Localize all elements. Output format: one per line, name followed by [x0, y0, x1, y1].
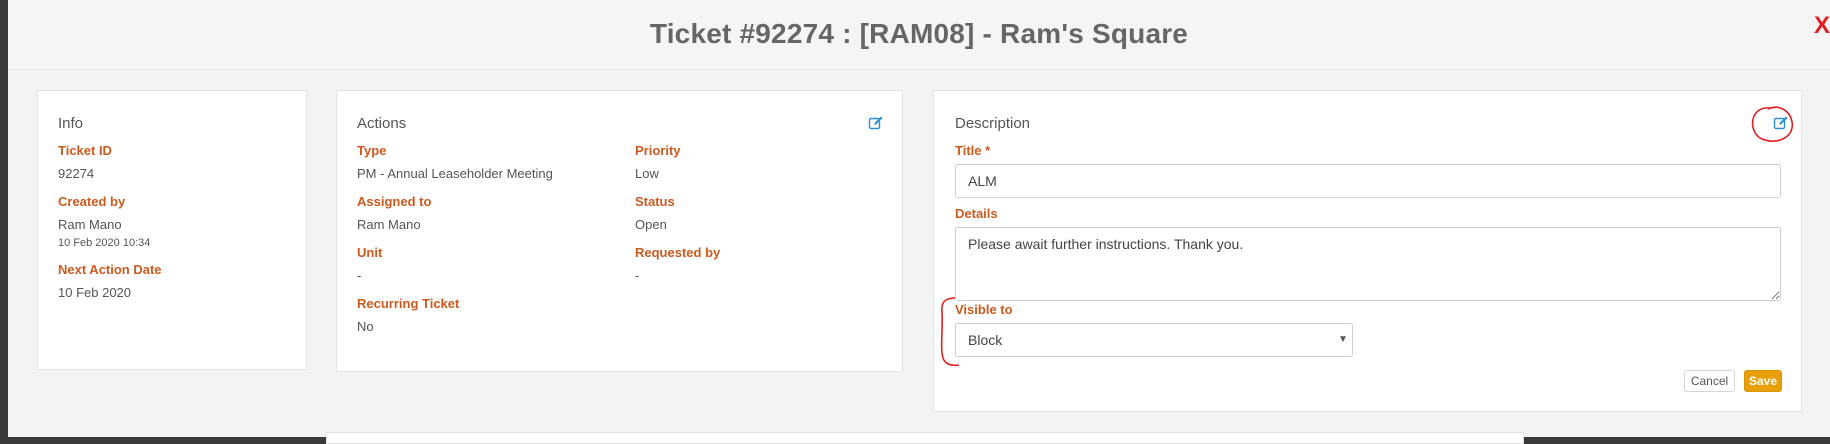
- ticket-id-value: 92274: [58, 166, 95, 181]
- next-panel-edge: [326, 432, 1524, 444]
- edit-icon[interactable]: [868, 115, 884, 131]
- background-left-edge: [0, 0, 8, 437]
- title-label: Title *: [955, 143, 991, 158]
- assigned-value: Ram Mano: [357, 217, 421, 232]
- type-label: Type: [357, 143, 387, 158]
- actions-heading: Actions: [357, 115, 407, 132]
- details-textarea[interactable]: Please await further instructions. Thank…: [955, 227, 1781, 301]
- assigned-label: Assigned to: [357, 194, 432, 209]
- info-heading: Info: [58, 115, 84, 132]
- next-action-value: 10 Feb 2020: [58, 285, 132, 300]
- cancel-button[interactable]: Cancel: [1684, 370, 1735, 392]
- ticket-modal: Ticket #92274 : [RAM08] - Ram's Square X…: [8, 0, 1830, 444]
- description-heading: Description: [955, 115, 1031, 132]
- unit-label: Unit: [357, 245, 383, 260]
- priority-label: Priority: [635, 143, 681, 158]
- visible-to-select[interactable]: Block: [955, 323, 1353, 357]
- description-panel: Description Title * Details Please await…: [933, 90, 1802, 412]
- requested-by-label: Requested by: [635, 245, 721, 260]
- unit-value: -: [357, 268, 362, 283]
- created-at-value: 10 Feb 2020 10:34: [58, 237, 151, 249]
- type-value: PM - Annual Leaseholder Meeting: [357, 166, 553, 181]
- caret-down-icon: ▼: [1338, 334, 1348, 345]
- created-by-label: Created by: [58, 194, 126, 209]
- annotation-circle-edit: [1751, 106, 1793, 142]
- recurring-label: Recurring Ticket: [357, 296, 460, 311]
- status-value: Open: [635, 217, 667, 232]
- details-label: Details: [955, 206, 998, 221]
- info-panel: Info Ticket ID 92274 Created by Ram Mano…: [37, 90, 307, 370]
- edit-icon[interactable]: [1773, 115, 1789, 131]
- actions-panel: Actions Type PM - Annual Leaseholder Mee…: [336, 90, 903, 372]
- annotation-bracket-visible: [940, 297, 960, 367]
- priority-value: Low: [635, 166, 659, 181]
- title-input[interactable]: [955, 164, 1781, 198]
- visible-to-value: Block: [968, 332, 1003, 348]
- requested-by-value: -: [635, 268, 640, 283]
- close-button[interactable]: X: [1813, 12, 1830, 39]
- status-label: Status: [635, 194, 675, 209]
- visible-to-label: Visible to: [955, 302, 1013, 317]
- modal-header: Ticket #92274 : [RAM08] - Ram's Square X: [8, 0, 1830, 70]
- recurring-value: No: [357, 319, 374, 334]
- modal-title: Ticket #92274 : [RAM08] - Ram's Square: [649, 18, 1189, 49]
- next-action-label: Next Action Date: [58, 262, 162, 277]
- save-button[interactable]: Save: [1744, 370, 1782, 392]
- ticket-id-label: Ticket ID: [58, 143, 112, 158]
- created-by-value: Ram Mano: [58, 217, 122, 232]
